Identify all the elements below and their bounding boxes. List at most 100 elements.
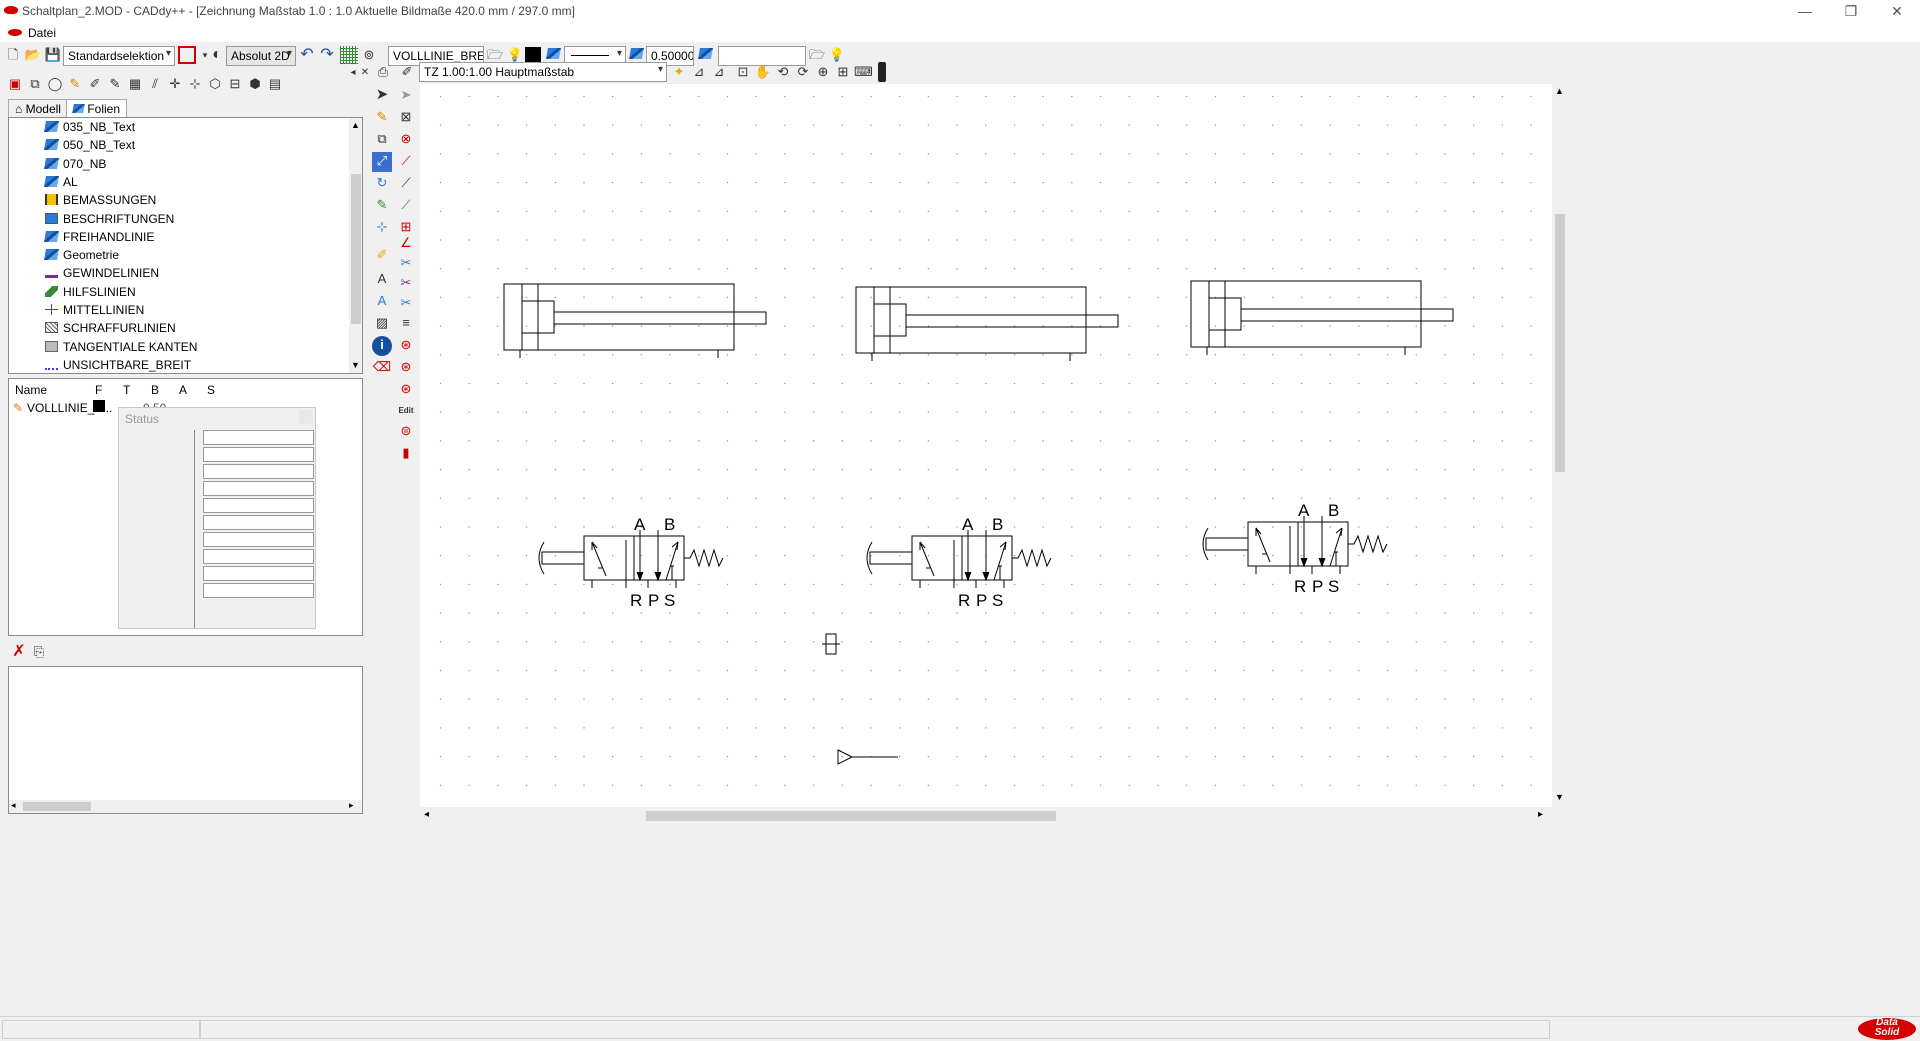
status-field[interactable] — [203, 566, 314, 581]
selection-mode-select[interactable]: Standardselektion ▾ — [63, 46, 175, 66]
open-file-icon[interactable]: 📂 — [24, 47, 42, 62]
tab-modell[interactable]: ⌂ Modell — [8, 99, 68, 118]
scroll-up-icon[interactable]: ▲ — [1555, 86, 1564, 96]
tree-item[interactable]: SCHRAFFURLINIEN — [9, 319, 349, 337]
search-input[interactable] — [718, 46, 806, 66]
row-color-swatch[interactable] — [93, 400, 105, 412]
tree-item[interactable]: 035_NB_Text — [9, 118, 349, 136]
output-hscrollbar[interactable]: ◂ ▸ — [9, 800, 362, 813]
assembly-icon[interactable]: ⧉ — [30, 76, 40, 91]
col-header-s[interactable]: S — [207, 383, 216, 397]
scroll-down-icon[interactable]: ▼ — [351, 360, 360, 370]
status-field[interactable] — [203, 532, 314, 547]
delete-icon[interactable]: ✗ — [12, 643, 26, 660]
grid-layout-icon[interactable]: ▤ — [268, 76, 282, 91]
select-arrow-disabled-icon[interactable]: ➤ — [400, 87, 412, 102]
scroll-up-icon[interactable]: ▲ — [351, 120, 360, 130]
tree-item[interactable]: BESCHRIFTUNGEN — [9, 210, 349, 228]
ruler-icon[interactable]: ⊿ — [713, 64, 725, 79]
layer-folder-icon[interactable]: 🗁 — [486, 47, 504, 62]
clip-icon[interactable]: ⎘ — [33, 644, 45, 659]
rectangle-tool-icon[interactable]: ⊠ — [400, 109, 412, 124]
highlight-tool-icon[interactable]: ✐ — [376, 247, 388, 262]
col-header-name[interactable]: Name — [15, 383, 48, 397]
arrow-line-symbol[interactable] — [837, 749, 898, 765]
redraw-icon[interactable]: ⌨ — [854, 64, 873, 79]
app-menu-icon[interactable] — [8, 29, 22, 36]
status-field[interactable] — [203, 549, 314, 564]
sun-icon[interactable]: ✦ — [673, 64, 685, 79]
green-pencil-icon[interactable]: ✎ — [376, 197, 388, 212]
status-field[interactable] — [203, 447, 314, 462]
snap-settings-icon[interactable]: ⊚ — [363, 47, 375, 62]
cylinder-symbol[interactable] — [1190, 280, 1454, 355]
new-file-icon[interactable]: 🗋 — [7, 47, 19, 62]
tree-item[interactable]: AL — [9, 173, 349, 191]
scale-select[interactable]: TZ 1.00:1.00 Hauptmaßstab ▾ — [419, 62, 667, 82]
scroll-right-icon[interactable]: ▸ — [1538, 809, 1544, 820]
status-field[interactable] — [203, 583, 314, 598]
col-header-f[interactable]: F — [95, 383, 103, 397]
text-style-icon[interactable]: A — [377, 271, 387, 286]
coordinate-mode-icon[interactable]: ◐ — [212, 46, 222, 63]
save-file-icon[interactable]: 💾 — [44, 47, 62, 62]
tree-item[interactable]: MITTELLINIEN — [9, 301, 349, 319]
status-field[interactable] — [203, 515, 314, 530]
scroll-right-icon[interactable]: ▸ — [349, 800, 354, 810]
close-button[interactable]: ✕ — [1891, 3, 1903, 19]
line-width-field[interactable]: 0.500000 — [646, 46, 694, 66]
cylinder-symbol[interactable] — [855, 286, 1119, 361]
tree-item[interactable]: BEMASSUNGEN — [9, 191, 349, 209]
pencil-icon[interactable]: ✎ — [69, 76, 81, 91]
extend-line-icon[interactable]: ⟋ — [401, 197, 411, 212]
break-tool-icon[interactable]: ✂ — [400, 275, 412, 290]
status-field[interactable] — [203, 464, 314, 479]
scroll-left-icon[interactable]: ◂ — [11, 800, 16, 810]
rotate-tool-icon[interactable]: ↻ — [376, 175, 388, 190]
zoom-fit-icon[interactable]: ⊕ — [817, 64, 829, 79]
copy-tool-icon[interactable]: ⧉ — [377, 131, 387, 146]
minimize-button[interactable]: — — [1798, 3, 1812, 19]
attribute-tool-icon[interactable]: ≡ — [402, 315, 410, 330]
pan-hand-icon[interactable]: ✋ — [754, 64, 772, 79]
measure-icon[interactable]: ⊿ — [693, 64, 705, 79]
tree-item[interactable]: HILFSLINIEN — [9, 283, 349, 301]
hatch-tool-icon[interactable]: ▨ — [375, 315, 389, 330]
cube-icon[interactable]: ⬡ — [209, 76, 221, 91]
stamp-icon[interactable]: ⊜ — [400, 423, 412, 438]
tree-item[interactable]: 070_NB — [9, 155, 349, 173]
eraser-icon[interactable]: ⌫ — [372, 359, 392, 374]
crosshair-icon[interactable]: ✛ — [169, 76, 181, 91]
scroll-down-icon[interactable]: ▼ — [1555, 792, 1564, 802]
zoom-window-icon[interactable]: ⊡ — [737, 64, 749, 79]
scroll-left-icon[interactable]: ◂ — [424, 809, 430, 820]
status-field[interactable] — [203, 481, 314, 496]
move-tool-icon[interactable]: ⤢ — [372, 152, 392, 172]
restore-button[interactable]: ❐ — [1844, 3, 1858, 19]
zoom-out-icon[interactable]: ⟳ — [797, 64, 809, 79]
info-icon[interactable]: i — [372, 336, 392, 356]
align-icon[interactable]: ⊹ — [189, 76, 201, 91]
edit-icon[interactable]: Edit — [398, 406, 414, 415]
scale-edit-icon[interactable]: ✐ — [401, 64, 413, 79]
angle-tool-icon[interactable]: ∠ — [400, 235, 412, 250]
folder-icon[interactable]: 🗁 — [808, 47, 826, 62]
light-bulb-icon[interactable]: 💡 — [828, 47, 846, 62]
coord-mode-select[interactable]: Absolut 2D ▾ — [226, 46, 296, 66]
redo-icon[interactable]: ↷ — [320, 46, 334, 63]
explode-tool-icon[interactable]: ⊛ — [400, 381, 412, 396]
model-icon[interactable]: ▣ — [8, 76, 22, 91]
table-icon[interactable]: ▦ — [128, 76, 142, 91]
terminal-symbol[interactable] — [822, 633, 840, 655]
mirror-icon[interactable]: ⫽ — [152, 76, 158, 91]
draw-pencil-icon[interactable]: ✎ — [376, 109, 388, 124]
bottle-icon[interactable]: ▮ — [402, 445, 410, 460]
canvas-vscroll-thumb[interactable] — [1555, 214, 1565, 472]
stretch-tool-icon[interactable]: ✂ — [400, 295, 412, 310]
box-3d-icon[interactable]: ⬢ — [249, 76, 261, 91]
delete-segment-icon[interactable]: ⊗ — [400, 131, 412, 146]
